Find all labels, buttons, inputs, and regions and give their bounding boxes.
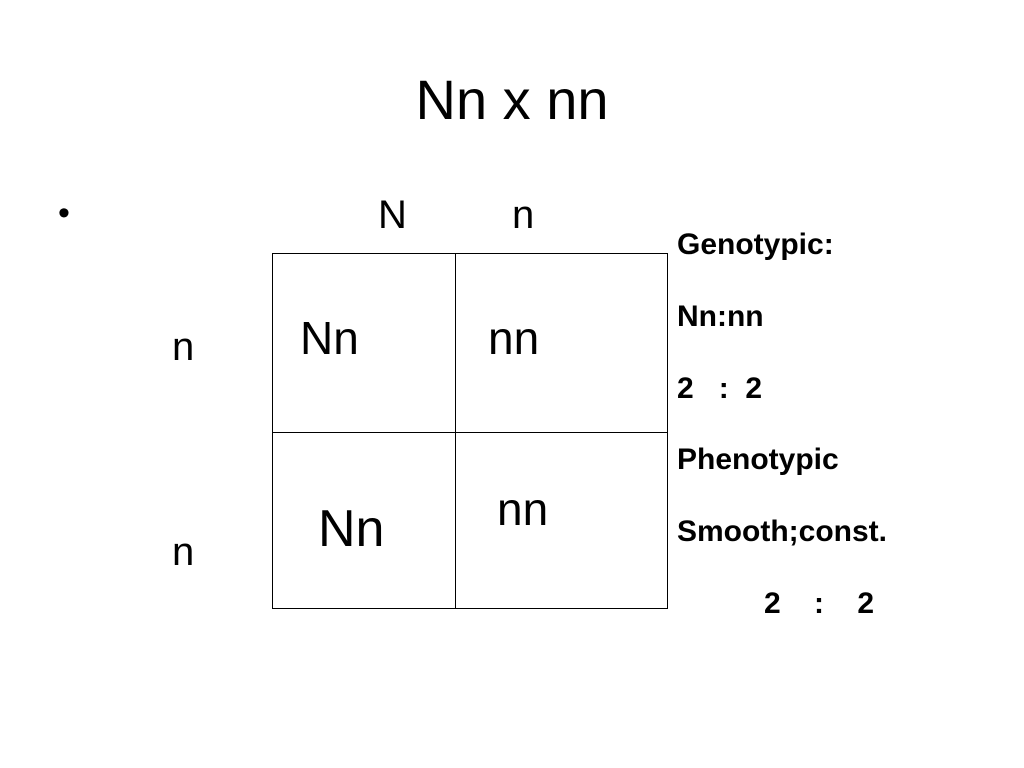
punnett-square [272,253,668,609]
slide-title: Nn x nn [415,68,609,131]
genotypic-label: Genotypic: [677,228,834,261]
cell-top-left: Nn [300,312,359,364]
row-allele-1: n [172,325,195,369]
cell-bottom-left: Nn [318,500,385,558]
phenotypic-ratio: 2 : 2 [764,587,875,620]
phenotypic-label: Phenotypic [677,443,839,476]
column-allele-2: n [512,193,535,237]
bullet-point: • [58,194,70,232]
genotypic-ratio: 2 : 2 [677,372,763,405]
phenotypic-types: Smooth;const. [677,515,887,548]
genotypic-types: Nn:nn [677,300,764,333]
grid-horizontal-divider [273,432,667,433]
cell-bottom-right: nn [497,483,549,535]
grid-vertical-divider [455,254,456,608]
cell-top-right: nn [488,312,540,364]
column-allele-1: N [378,193,407,237]
row-allele-2: n [172,530,195,574]
